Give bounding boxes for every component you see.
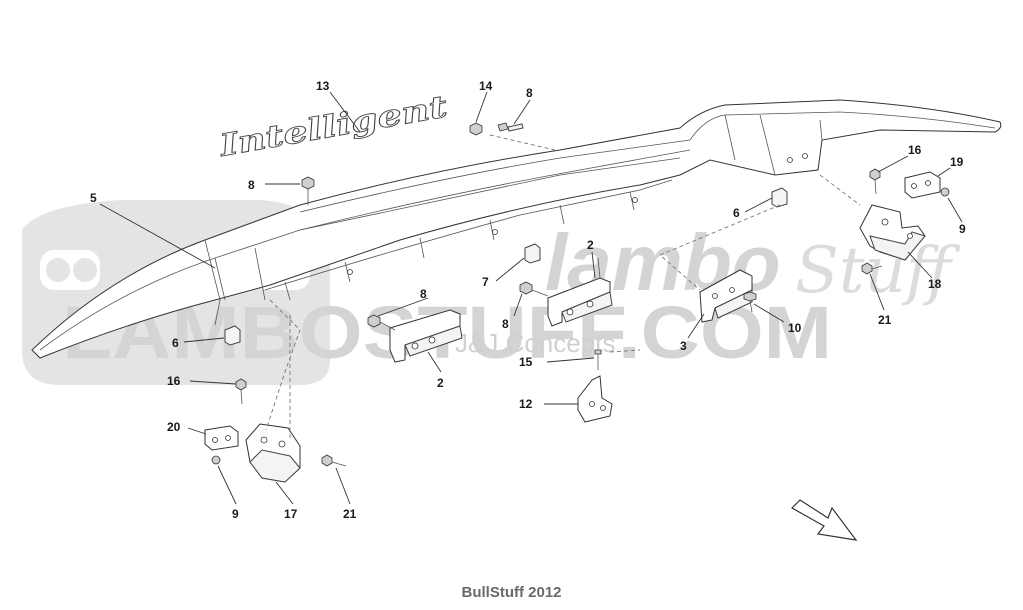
assembly-dashed-lines [265,134,861,440]
callout-2-upper: 2 [587,238,594,252]
clip-7 [524,243,541,264]
nut-9-right [940,187,950,197]
callout-8-lower: 8 [502,317,509,331]
callout-13: 13 [316,79,330,93]
nut-14 [469,122,483,136]
callout-18: 18 [928,277,942,291]
bracket-17 [245,423,301,483]
nut-9-left [211,455,221,465]
footer-credit: BullStuff 2012 [461,584,562,601]
emblem-text: Intelligent [216,89,450,164]
callout-8-mid: 8 [420,287,427,301]
bolt-8-left [301,176,315,205]
callout-7: 7 [482,275,489,289]
clip-6-left [224,325,241,346]
callout-20: 20 [167,420,181,434]
callout-21-left: 21 [343,507,357,521]
callout-6-right: 6 [733,206,740,220]
callout-2-lower: 2 [437,376,444,390]
bracket-12 [577,375,613,423]
callout-labels: 13 14 8 8 5 6 16 19 9 2 7 8 8 10 18 21 3… [90,79,966,521]
bolt-16-right [869,168,881,195]
bracket-2-upper [547,257,613,327]
bolt-21-left [321,454,347,467]
leader-lines [99,91,963,505]
direction-arrow-icon [791,499,858,541]
bracket-3 [699,269,753,323]
callout-16-right: 16 [908,143,922,157]
clip-6-right [771,187,788,208]
callout-16-left: 16 [167,374,181,388]
bolt-8-top [497,122,524,132]
callout-14: 14 [479,79,493,93]
callout-10: 10 [788,321,802,335]
bolt-8-mid [519,281,549,297]
callout-17: 17 [284,507,298,521]
plate-19 [904,171,941,199]
callout-8-left: 8 [248,178,255,192]
screw-15 [594,349,602,370]
callout-15: 15 [519,355,533,369]
plate-20 [204,425,239,451]
watermark-subtitle: J&J Concepts [455,328,615,358]
callout-12: 12 [519,397,533,411]
bolt-10 [743,291,757,313]
bumper-beam [31,99,1002,359]
callout-5: 5 [90,191,97,205]
callout-3: 3 [680,339,687,353]
emblem-lettering: Intelligent [216,89,451,165]
callout-19: 19 [950,155,964,169]
callout-6-left: 6 [172,336,179,350]
bolt-16-left [235,378,247,405]
callout-9-left: 9 [232,507,239,521]
bolt-21-right [861,262,883,275]
bracket-18 [859,204,926,261]
callout-21-right: 21 [878,313,892,327]
bracket-2-lower [367,309,463,363]
callout-8-top: 8 [526,86,533,100]
callout-9-right: 9 [959,222,966,236]
